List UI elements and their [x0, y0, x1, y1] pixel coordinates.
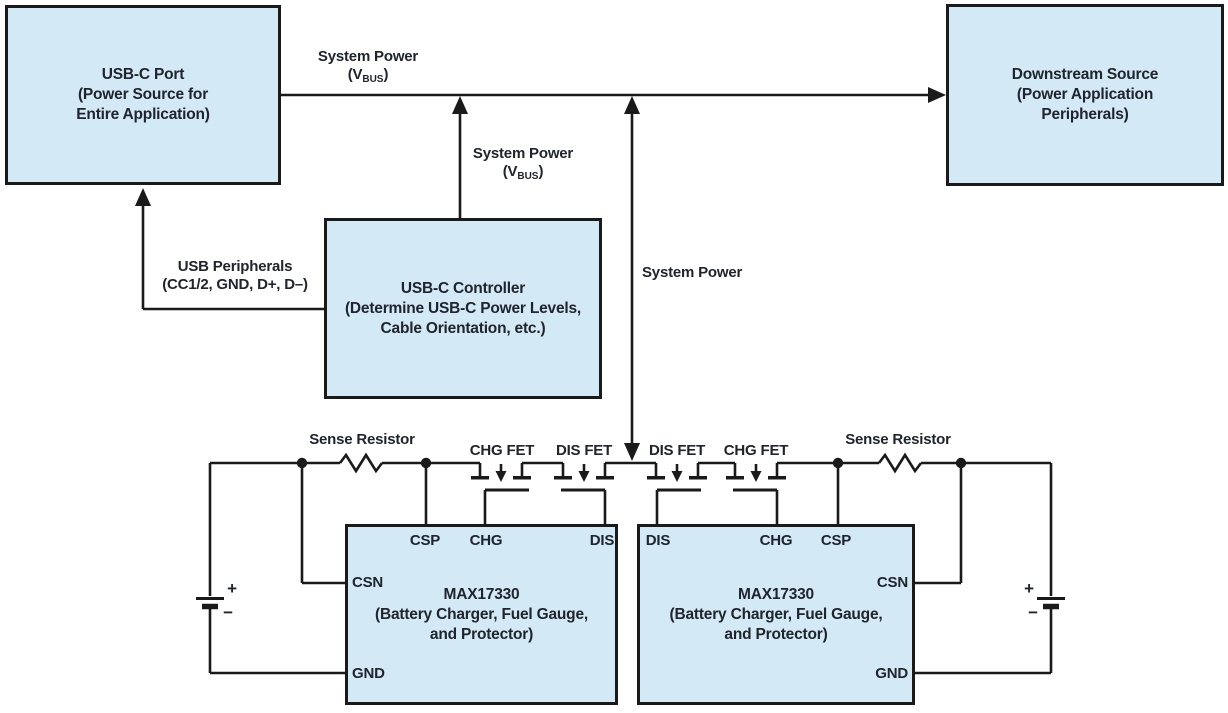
- pin-label-gnd-left: GND: [352, 665, 385, 682]
- chg-fet-right-body-arrow: [750, 471, 762, 482]
- max17330-left-box: MAX17330 (Battery Charger, Fuel Gauge, a…: [345, 524, 618, 705]
- system-power-top-label-vbus: (VBUS): [347, 66, 389, 85]
- junction-dot: [832, 457, 844, 469]
- system-power-mid-label: System Power (VBUS): [473, 145, 573, 186]
- arrowhead-controller-up: [452, 96, 468, 114]
- pin-label-csp-left: CSP: [409, 532, 441, 549]
- usb-peripherals-label: USB Peripherals (CC1/2, GND, D+, D–): [162, 258, 308, 294]
- battery-symbol-right: [915, 463, 1065, 675]
- battery-symbol-left: [196, 463, 345, 675]
- usb-c-controller-box: USB-C Controller (Determine USB-C Power …: [324, 218, 602, 399]
- pin-label-csp-right: CSP: [820, 532, 852, 549]
- arrowhead-syspower-down: [624, 443, 640, 461]
- dis-fet-right-body-arrow: [671, 471, 683, 482]
- pin-label-gnd-right: GND: [875, 665, 908, 682]
- pin-label-csn-left: CSN: [352, 574, 384, 591]
- sense-resistor-right-label: Sense Resistor: [845, 431, 951, 448]
- max17330-right-desc2: and Protector): [724, 625, 828, 643]
- max17330-left-part-name: MAX17330: [443, 585, 520, 603]
- max17330-right-box: MAX17330 (Battery Charger, Fuel Gauge, a…: [637, 524, 915, 705]
- pin-label-csn-right: CSN: [876, 574, 908, 591]
- downstream-source-subtitle2: Peripherals): [1041, 106, 1129, 123]
- system-power-vertical-label: System Power: [642, 264, 743, 281]
- dis-fet-left-body-arrow: [578, 471, 590, 482]
- downstream-source-subtitle: (Power Application: [1016, 86, 1154, 103]
- arrowhead-usb-peripherals-up: [135, 188, 151, 206]
- usb-c-controller-title: USB-C Controller: [400, 279, 526, 297]
- pin-label-chg-right: CHG: [759, 532, 793, 549]
- junction-dot: [296, 457, 308, 469]
- max17330-left-desc2: and Protector): [429, 625, 534, 643]
- battery-left-plus-sign: +: [227, 579, 237, 598]
- dis-fet-right-label: DIS FET: [648, 442, 706, 459]
- pin-label-dis-right: DIS: [645, 532, 671, 549]
- downstream-source-title: Downstream Source: [1011, 66, 1159, 83]
- usb-c-port-title: USB-C Port: [101, 66, 185, 83]
- sense-resistor-symbol-right: [877, 452, 923, 474]
- arrowhead-into-downstream: [928, 87, 946, 103]
- csn-wire-left: [300, 463, 345, 585]
- system-power-top-label: System Power (VBUS): [318, 48, 418, 89]
- system-power-top-label-line1: System Power: [317, 48, 419, 65]
- dis-fet-symbol-left: [554, 463, 614, 524]
- chg-fet-left-body-arrow: [495, 471, 507, 482]
- junction-dot: [420, 457, 432, 469]
- usb-peripherals-label-line1: USB Peripherals: [177, 258, 293, 275]
- usb-peripherals-label-line2: (CC1/2, GND, D+, D–): [162, 276, 308, 293]
- chg-fet-symbol-right: [726, 463, 786, 524]
- battery-right-plus-sign: +: [1024, 579, 1034, 598]
- usb-c-controller-subtitle2: Cable Orientation, etc.): [380, 319, 546, 337]
- dis-fet-left-label: DIS FET: [555, 442, 613, 459]
- dis-fet-symbol-right: [647, 463, 707, 524]
- downstream-source-box: Downstream Source (Power Application Per…: [946, 4, 1224, 186]
- sense-resistor-symbol-left: [338, 452, 384, 474]
- max17330-right-desc: (Battery Charger, Fuel Gauge,: [669, 605, 883, 623]
- max17330-right-part-name: MAX17330: [738, 585, 814, 603]
- csn-wire-right: [915, 463, 963, 585]
- usb-c-port-subtitle2: Entire Application): [76, 106, 210, 123]
- usb-peripherals-wire: [141, 206, 324, 311]
- chg-fet-left-label: CHG FET: [469, 442, 535, 459]
- usb-c-port-box: USB-C Port (Power Source for Entire Appl…: [5, 5, 281, 185]
- max17330-left-desc: (Battery Charger, Fuel Gauge,: [375, 605, 588, 623]
- junction-dot: [955, 457, 967, 469]
- chg-fet-right-label: CHG FET: [723, 442, 789, 459]
- battery-left-minus-sign: −: [223, 603, 233, 622]
- usb-c-controller-subtitle: (Determine USB-C Power Levels,: [344, 299, 582, 317]
- system-power-mid-label-vbus: (VBUS): [502, 163, 544, 182]
- battery-right-minus-sign: −: [1028, 603, 1038, 622]
- system-power-mid-label-line1: System Power: [472, 145, 574, 162]
- sense-resistor-left-label: Sense Resistor: [309, 431, 415, 448]
- arrowhead-syspower-up: [624, 96, 640, 114]
- pin-label-dis-left: DIS: [589, 532, 615, 549]
- chg-fet-symbol-left: [471, 463, 531, 524]
- pin-label-chg-left: CHG: [469, 532, 503, 549]
- usb-c-port-subtitle: (Power Source for: [77, 86, 209, 103]
